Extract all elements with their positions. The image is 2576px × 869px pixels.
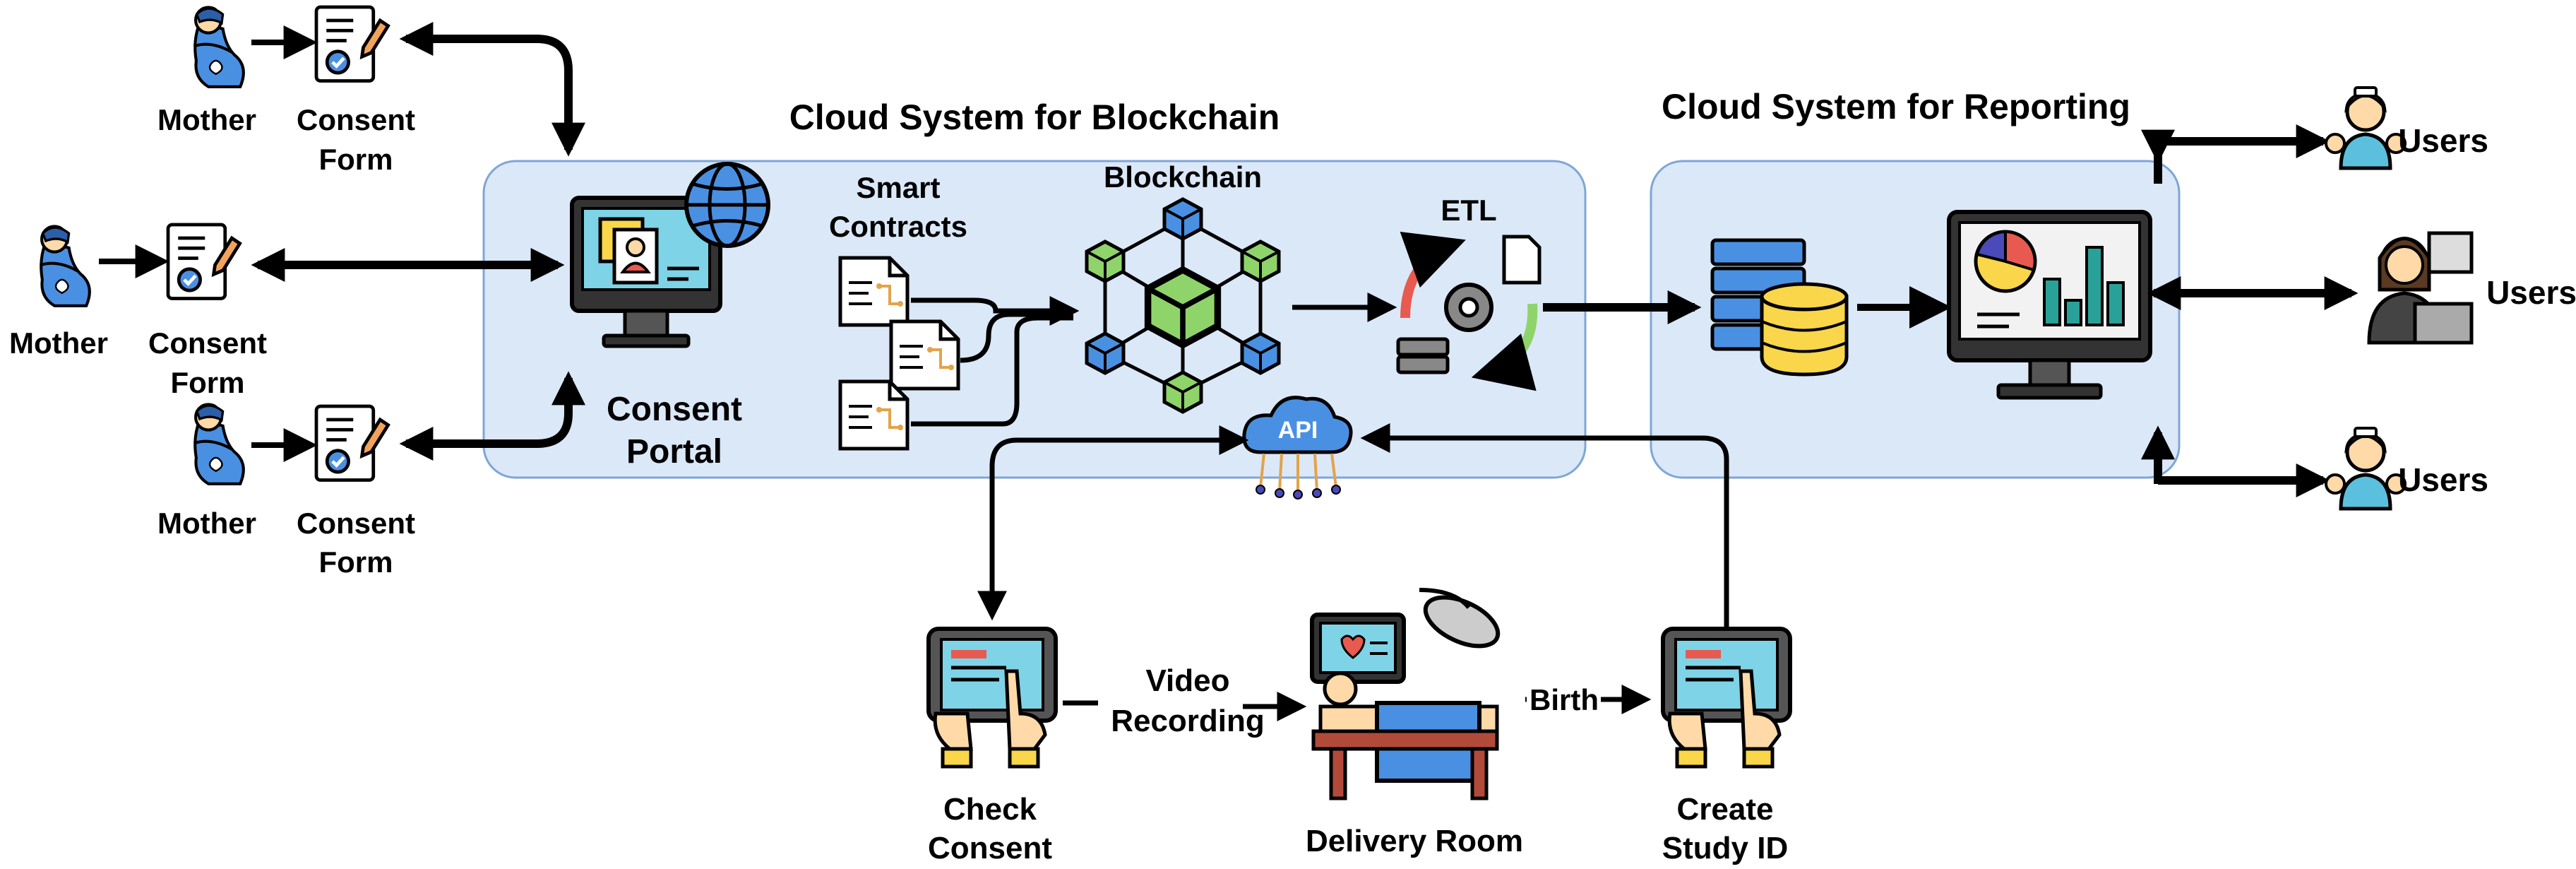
consent-portal-monitor-icon — [570, 196, 722, 348]
users-label: Users — [2486, 274, 2576, 311]
database-icon — [1710, 238, 1849, 377]
pregnant-mother-icon — [194, 7, 244, 86]
tablet-hands-icon — [929, 629, 1056, 767]
smart-contract-doc-icon — [891, 321, 958, 389]
mother-label: Mother — [9, 326, 108, 360]
users-arrow-top — [2154, 124, 2330, 184]
consent-portal-label: Consent — [607, 391, 742, 428]
pregnant-mother-icon — [40, 226, 90, 305]
reporting-cloud-title: Cloud System for Reporting — [1662, 87, 2130, 126]
blockchain-label: Blockchain — [1104, 160, 1262, 194]
globe-icon — [684, 162, 770, 248]
pregnant-mother-icon — [194, 404, 244, 483]
consent-portal-label-2: Portal — [626, 433, 722, 471]
mother-group-2: Mother Consent Form — [9, 225, 267, 399]
etl-label: ETL — [1441, 194, 1496, 227]
nurse-users-icon — [2326, 88, 2405, 168]
smart-contracts-label-2: Contracts — [829, 210, 967, 243]
form-portal-arrow-3 — [399, 371, 585, 461]
create-study-api-arrow — [1360, 423, 1729, 629]
smart-contracts-label: Smart — [856, 171, 940, 204]
check-consent-label-2: Consent — [928, 831, 1052, 865]
contract-arrow-2 — [960, 312, 1073, 363]
tablet-hands-icon — [1663, 629, 1790, 767]
consent-form-icon — [168, 225, 240, 299]
blockchain-cloud-title: Cloud System for Blockchain — [789, 97, 1280, 137]
consent-form-label: Consent — [297, 103, 415, 136]
delivery-room-icon — [1310, 588, 1501, 800]
create-study-label-2: Study ID — [1662, 831, 1788, 865]
smart-contract-doc-icon — [840, 258, 907, 325]
form-portal-arrow-1 — [399, 21, 585, 157]
contract-arrow-1 — [911, 296, 1080, 326]
mother-label: Mother — [157, 507, 256, 540]
check-consent-label: Check — [943, 792, 1037, 827]
birth-label-bg — [1527, 678, 1601, 717]
mother-group-3: Mother Consent Form — [157, 404, 415, 579]
consent-form-label: Consent — [297, 507, 415, 540]
consent-form-label-2: Form — [171, 366, 245, 399]
api-check-consent-arrow — [977, 425, 1249, 621]
users-label: Users — [2398, 122, 2488, 159]
nurse-users-icon — [2326, 428, 2405, 509]
video-recording-label: Video — [1145, 663, 1229, 698]
birth-label: Birth — [1530, 683, 1599, 716]
video-recording-label-2: Recording — [1111, 704, 1265, 738]
users-label: Users — [2398, 461, 2488, 498]
consent-form-label-2: Form — [319, 143, 393, 176]
smart-contract-doc-icon — [840, 382, 907, 449]
create-study-label: Create — [1677, 792, 1774, 827]
dashboard-monitor-icon — [1947, 210, 2152, 400]
consent-form-label-2: Form — [319, 545, 393, 579]
mother-label: Mother — [157, 103, 256, 136]
mother-group-1: Mother Consent Form — [157, 7, 415, 176]
api-label: API — [1278, 417, 1318, 444]
consent-form-icon — [316, 7, 388, 81]
analyst-user-icon — [2367, 231, 2474, 345]
consent-form-label: Consent — [148, 326, 267, 360]
blockchain-network-icon — [1087, 199, 1279, 412]
etl-gear-icon — [1396, 232, 1542, 391]
contract-arrow-3 — [911, 315, 1073, 427]
delivery-room-label: Delivery Room — [1306, 824, 1523, 858]
consent-form-icon — [316, 406, 388, 480]
